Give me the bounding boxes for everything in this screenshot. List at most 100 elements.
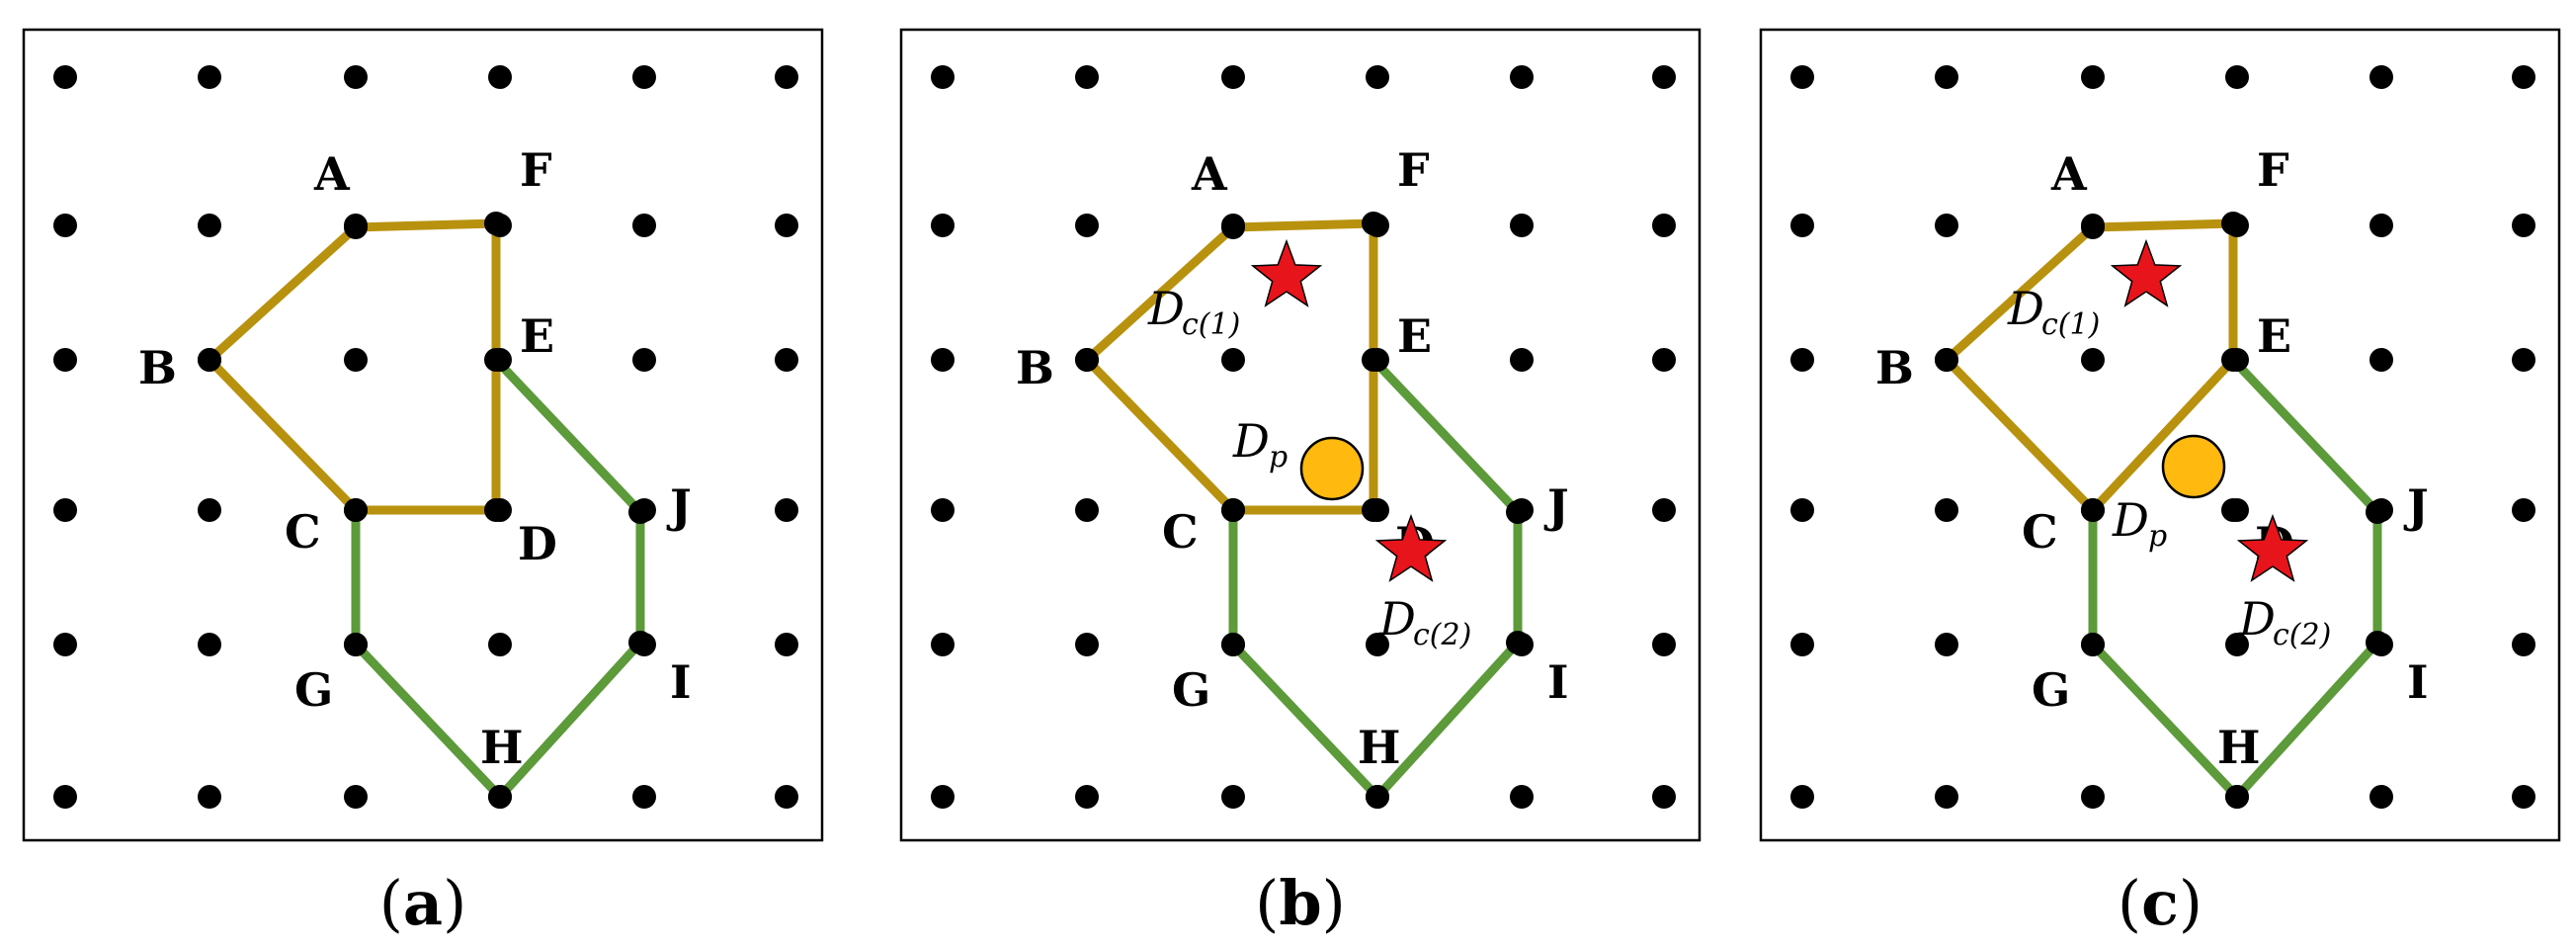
circle-label: D bbox=[1232, 414, 1270, 468]
node-label-e: E bbox=[1397, 309, 1432, 363]
grid-dot bbox=[1790, 785, 1814, 809]
grid-dot bbox=[2512, 785, 2535, 809]
grid-dot bbox=[2512, 633, 2535, 656]
node-label-b: B bbox=[1016, 341, 1054, 394]
grid-dot bbox=[198, 633, 221, 656]
grid-dot bbox=[775, 498, 798, 522]
grid-dot bbox=[1652, 498, 1676, 522]
green-boundary bbox=[1228, 355, 1523, 802]
node-label-h: H bbox=[480, 721, 523, 774]
grid-dot bbox=[53, 785, 77, 809]
star-label-1-sub: c(1) bbox=[2041, 307, 2100, 342]
grid-dot bbox=[1510, 65, 1534, 89]
node-label-j: J bbox=[2403, 479, 2429, 533]
panel-c: ABCDEFGHIJDc(1)Dc(2)Dp bbox=[1759, 28, 2561, 842]
grid-dot bbox=[53, 498, 77, 522]
node-dot-h bbox=[488, 785, 512, 809]
node-label-g: G bbox=[2032, 663, 2070, 717]
grid-dot bbox=[198, 785, 221, 809]
node-dot-g bbox=[344, 633, 368, 656]
grid-dot bbox=[1221, 65, 1245, 89]
grid-dot bbox=[931, 633, 955, 656]
star-marker-1 bbox=[2110, 238, 2183, 307]
panel-frame bbox=[22, 28, 824, 842]
grid-dot bbox=[2369, 785, 2393, 809]
panel-frame bbox=[899, 28, 1702, 842]
grid-dot bbox=[1075, 633, 1099, 656]
node-label-g: G bbox=[1172, 663, 1210, 717]
green-boundary bbox=[351, 355, 645, 802]
node-dot-i bbox=[628, 631, 652, 654]
node-dot-a bbox=[2081, 216, 2105, 239]
grid-dot bbox=[344, 348, 368, 372]
grid-dot bbox=[2369, 65, 2393, 89]
grid-dot bbox=[2512, 498, 2535, 522]
grid-dot bbox=[632, 65, 656, 89]
grid-dot bbox=[931, 785, 955, 809]
grid-dot bbox=[1935, 65, 1958, 89]
node-dot-h bbox=[2225, 785, 2249, 809]
node-dot-i bbox=[1506, 631, 1530, 654]
node-label-b: B bbox=[138, 341, 177, 394]
grid-dot bbox=[1790, 65, 1814, 89]
grid-dot bbox=[775, 214, 798, 237]
node-label-f: F bbox=[1397, 143, 1430, 197]
grid-dot bbox=[1366, 65, 1389, 89]
caption-c: (c) bbox=[2118, 867, 2202, 939]
grid-dot bbox=[775, 348, 798, 372]
node-label-a: A bbox=[313, 147, 351, 201]
grid-dot bbox=[775, 633, 798, 656]
circle-marker bbox=[1299, 436, 1365, 501]
grid-dot bbox=[931, 498, 955, 522]
grid-dot bbox=[2512, 65, 2535, 89]
grid-dot bbox=[775, 65, 798, 89]
grid-dot bbox=[1510, 214, 1534, 237]
node-dot-f bbox=[2221, 212, 2245, 235]
star-label-1-sub: c(1) bbox=[1182, 307, 1240, 342]
grid-dot bbox=[1790, 498, 1814, 522]
grid-dot bbox=[2081, 785, 2105, 809]
node-dot-j bbox=[628, 500, 652, 524]
grid-dot bbox=[2081, 348, 2105, 372]
node-label-h: H bbox=[1358, 721, 1400, 774]
node-label-j: J bbox=[666, 479, 692, 533]
circle-label-sub: p bbox=[1269, 440, 1288, 475]
circle-label-sub: p bbox=[2148, 519, 2167, 554]
node-label-e: E bbox=[520, 309, 554, 363]
grid-dot bbox=[1652, 214, 1676, 237]
grid-dot bbox=[344, 785, 368, 809]
circle-label: D bbox=[2112, 493, 2149, 547]
grid-dot bbox=[632, 348, 656, 372]
grid-dot bbox=[1366, 633, 1389, 656]
green-boundary bbox=[2088, 355, 2382, 802]
grid-dot bbox=[2081, 65, 2105, 89]
node-label-e: E bbox=[2257, 309, 2291, 363]
node-dot-b bbox=[1075, 348, 1099, 372]
node-dot-j bbox=[2366, 500, 2389, 524]
captions: (a)(b)(c) bbox=[379, 867, 2202, 939]
star-label-1: D bbox=[2007, 282, 2044, 335]
grid-dot bbox=[198, 214, 221, 237]
grid-dot bbox=[1652, 348, 1676, 372]
node-dot-c bbox=[344, 498, 368, 522]
node-label-j: J bbox=[1543, 479, 1569, 533]
grid-dot bbox=[2512, 348, 2535, 372]
node-label-f: F bbox=[520, 143, 552, 197]
star-label-2-sub: c(2) bbox=[1413, 618, 1471, 652]
grid-dot bbox=[632, 214, 656, 237]
node-dot-d bbox=[1362, 498, 1385, 522]
node-label-i: I bbox=[2407, 655, 2429, 709]
grid-dot bbox=[53, 633, 77, 656]
grid-dot bbox=[1221, 785, 1245, 809]
grid-dot bbox=[1075, 785, 1099, 809]
yellow-boundary bbox=[1942, 218, 2238, 515]
grid-dot bbox=[2225, 633, 2249, 656]
grid-dot bbox=[53, 65, 77, 89]
node-dot-e bbox=[2221, 348, 2245, 372]
grid-dot bbox=[2512, 214, 2535, 237]
node-dot-e bbox=[484, 348, 508, 372]
node-dot-d bbox=[484, 498, 508, 522]
node-dot-i bbox=[2366, 631, 2389, 654]
